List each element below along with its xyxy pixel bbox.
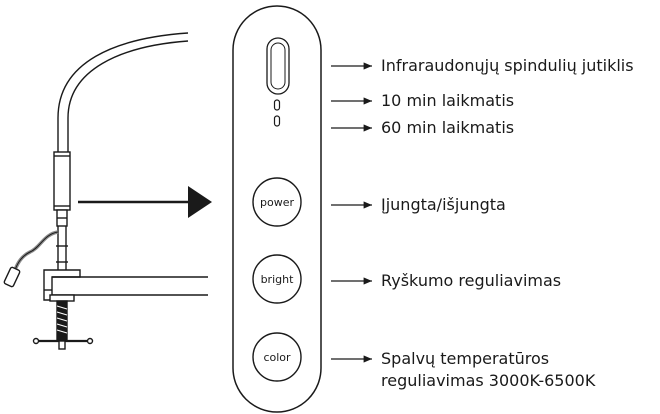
callout-label-brightness: Ryškumo reguliavimas (381, 271, 562, 290)
timer-10-indicator (273, 99, 281, 111)
pointer-arrow (78, 186, 212, 218)
color-button[interactable]: color (252, 332, 302, 382)
bright-button[interactable]: bright (252, 254, 302, 304)
power-button[interactable]: power (252, 177, 302, 227)
callout-label-color-line1: Spalvų temperatūros (381, 349, 550, 368)
lamp-cable (13, 230, 59, 271)
callout-label-power: Įjungta/išjungta (381, 195, 506, 214)
timer-60-indicator (273, 115, 281, 127)
infrared-sensor (266, 37, 290, 95)
lamp-gooseneck-inner (67, 40, 189, 152)
bright-button-label: bright (261, 273, 295, 286)
callout-label-infrared: Infraraudonųjų spindulių jutiklis (381, 56, 634, 75)
control-panel: power bright color (232, 5, 322, 413)
callout-label-timer10: 10 min laikmatis (381, 91, 515, 110)
color-button-label: color (263, 351, 291, 364)
desk-lamp-illustration (3, 32, 208, 350)
callout-label-color-line2: reguliavimas 3000K-6500K (381, 371, 596, 390)
power-button-label: power (260, 196, 294, 209)
lamp-gooseneck-outer (57, 32, 189, 152)
callout-label-timer60: 60 min laikmatis (381, 118, 515, 137)
callout-arrows (331, 62, 372, 363)
lamp-plug (3, 266, 21, 288)
lamp-control-body (53, 151, 71, 211)
